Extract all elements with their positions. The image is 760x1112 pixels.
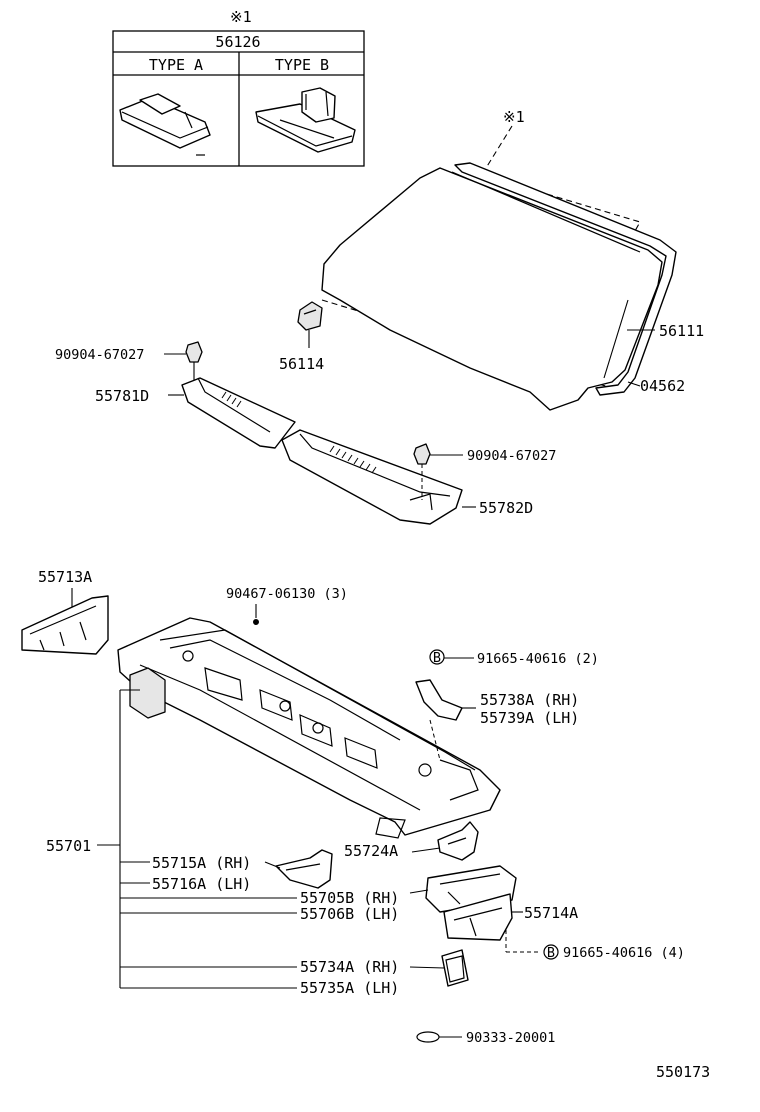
b-mark-bottom-icon: B <box>543 944 559 961</box>
label-55716a-lh: 55716A (LH) <box>152 875 251 893</box>
bracket-55714a-icon <box>443 893 540 953</box>
label-55734a-rh: 55734A (RH) <box>300 958 399 976</box>
label-55782d: 55782D <box>479 499 533 517</box>
clip-right-icon <box>413 443 463 500</box>
grommet-icon <box>416 1031 462 1043</box>
inset-note-mark: ※1 <box>230 8 252 26</box>
pad-55734a-icon <box>441 949 469 987</box>
label-90467-06130: 90467-06130 (3) <box>226 586 348 602</box>
clip-left-icon <box>164 341 203 385</box>
label-55714a: 55714A <box>524 904 578 922</box>
bracket-55738a-icon: B <box>415 649 476 761</box>
inset-type-b-label: TYPE B <box>275 56 329 74</box>
side-bracket-55713a-icon <box>21 588 109 655</box>
label-90904-67027-right: 90904-67027 <box>467 448 556 464</box>
label-55781d: 55781D <box>95 387 149 405</box>
label-91665-40616-4: 91665-40616 (4) <box>563 945 685 961</box>
inset-type-a-label: TYPE A <box>149 56 203 74</box>
label-55701: 55701 <box>46 837 91 855</box>
mirror-stay-type-a-icon <box>119 93 211 156</box>
b-mark-bottom: B <box>547 945 555 961</box>
mirror-stay-clip-icon <box>297 301 323 348</box>
label-55739a-lh: 55739A (LH) <box>480 709 579 727</box>
label-55724a: 55724A <box>344 842 398 860</box>
cowl-panel-55701-icon <box>117 617 501 839</box>
label-04562: 04562 <box>640 377 685 395</box>
inset-box: ※1 56126 TYPE A TYPE B <box>112 8 365 167</box>
cowl-louver-55781d-icon <box>168 377 296 449</box>
label-55706b-lh: 55706B (LH) <box>300 905 399 923</box>
label-90333-20001: 90333-20001 <box>466 1030 555 1046</box>
label-90904-67027-left: 90904-67027 <box>55 347 144 363</box>
mirror-stay-type-b-icon <box>255 87 356 153</box>
label-55705b-rh: 55705B (RH) <box>300 889 399 907</box>
callout-tree <box>97 689 445 989</box>
label-55738a-rh: 55738A (RH) <box>480 691 579 709</box>
windshield-note-mark: ※1 <box>503 108 525 126</box>
label-91665-40616-2: 91665-40616 (2) <box>477 651 599 667</box>
label-56111: 56111 <box>659 322 704 340</box>
diagram-id: 550173 <box>656 1063 710 1081</box>
bracket-55724a-icon <box>437 821 479 861</box>
inset-part-number: 56126 <box>215 33 260 51</box>
label-55735a-lh: 55735A (LH) <box>300 979 399 997</box>
windshield-glass-icon: ※1 <box>321 108 677 411</box>
label-55715a-rh: 55715A (RH) <box>152 854 251 872</box>
cowl-louver-55782d-icon <box>281 429 476 525</box>
bracket-55715a-icon <box>275 849 333 889</box>
label-56114: 56114 <box>279 355 324 373</box>
label-55713a: 55713A <box>38 568 92 586</box>
b-mark-top: B <box>433 650 441 666</box>
